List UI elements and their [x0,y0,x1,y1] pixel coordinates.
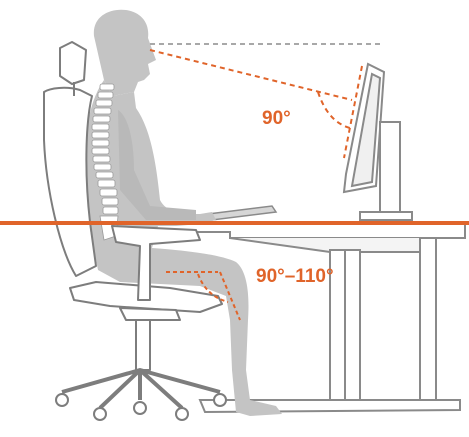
chair-headrest [60,42,86,84]
chair-caster [214,394,226,406]
desk-leg-right [420,238,436,400]
monitor-base [360,212,412,220]
eye-level-guides [150,44,384,158]
keyboard [208,206,276,220]
knee-angle-label: 90°–110° [256,266,334,287]
eye-sightline [150,50,352,100]
person-body [86,80,282,416]
monitor-stand [380,122,400,216]
chair-mechanism [120,308,180,320]
chair-caster [176,408,188,420]
desk-support-bracket [230,238,420,252]
chair-caster [94,408,106,420]
monitor [344,64,412,220]
keyboard-body [208,206,276,220]
chair-caster [56,394,68,406]
chair-column [136,320,150,370]
eye-angle-label: 90° [262,108,291,129]
chair-caster [134,402,146,414]
